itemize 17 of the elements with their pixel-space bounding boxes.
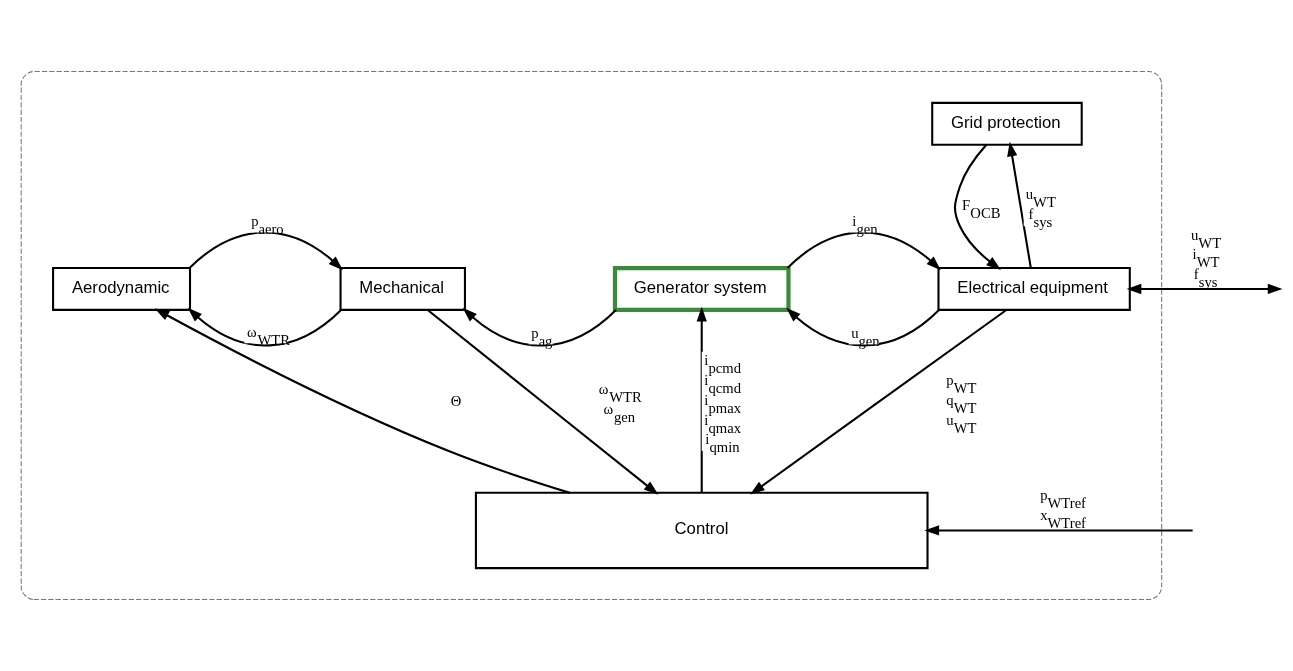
node-box: Grid protection bbox=[931, 101, 1083, 146]
arrow bbox=[696, 306, 707, 493]
node-box: Generator system bbox=[612, 266, 791, 312]
edge-label: Θ bbox=[450, 392, 462, 409]
node-box: Aerodynamic bbox=[52, 267, 192, 311]
node-box: Electrical equipment bbox=[937, 267, 1131, 311]
arrow bbox=[924, 525, 1193, 536]
arrow bbox=[154, 308, 570, 494]
arrow bbox=[1126, 283, 1283, 295]
node-box: Mechanical bbox=[339, 267, 466, 311]
arrow bbox=[786, 231, 941, 271]
node-box: Control bbox=[474, 491, 929, 570]
arrow bbox=[427, 309, 659, 495]
arrow bbox=[188, 231, 343, 271]
arrow bbox=[750, 309, 1007, 495]
cluster bbox=[20, 71, 1163, 600]
arrow bbox=[1007, 141, 1032, 268]
